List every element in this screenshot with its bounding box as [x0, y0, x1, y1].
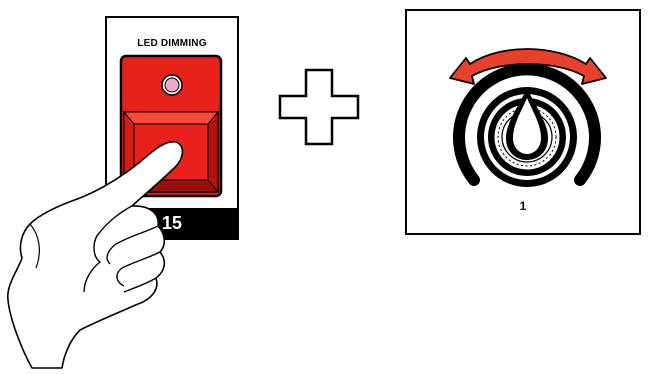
rotary-knob[interactable]: [477, 87, 577, 187]
